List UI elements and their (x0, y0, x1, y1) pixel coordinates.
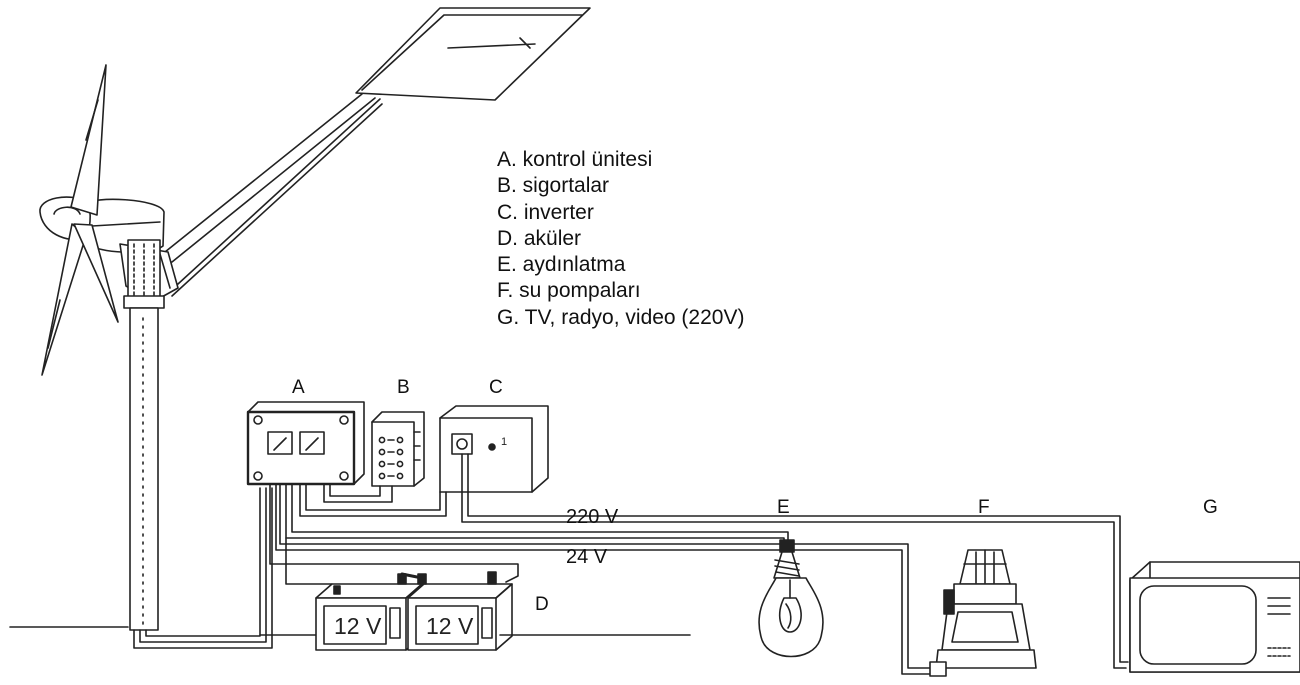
battery-left-voltage: 12 V (334, 613, 382, 639)
tail-boom (164, 93, 383, 297)
wire-label-24v: 24 V (566, 546, 608, 568)
ac-line-220v (461, 453, 1129, 669)
unit-harness (299, 483, 447, 517)
legend-item-g: G. TV, radyo, video (220V) (497, 305, 745, 329)
tower-mast (123, 239, 165, 631)
label-d: D (535, 594, 549, 615)
battery-right-voltage: 12 V (426, 613, 474, 639)
inverter-marker: 1 (501, 436, 507, 448)
control-unit-box (246, 401, 365, 486)
fuse-box (371, 411, 425, 487)
legend-item-e: E. aydınlatma (497, 253, 626, 277)
battery-cables (269, 483, 519, 595)
ground-lines (9, 626, 691, 636)
legend-item-c: C. inverter (497, 200, 594, 224)
legend-list: A. kontrol ünitesi B. sigortalar C. inve… (497, 147, 744, 331)
label-c: C (489, 377, 503, 398)
label-f: F (978, 497, 990, 518)
television (1129, 561, 1300, 673)
wire-label-220v: 220 V (566, 506, 619, 528)
label-e: E (777, 497, 790, 518)
water-pump (929, 549, 1037, 677)
mast-cable (133, 487, 273, 649)
rotor-blades (41, 64, 119, 376)
label-a: A (292, 377, 305, 398)
tail-vane (355, 7, 591, 101)
batteries: 12 V 12 V (315, 571, 513, 651)
legend-item-a: A. kontrol ünitesi (497, 148, 653, 171)
legend-item-b: B. sigortalar (497, 174, 610, 198)
label-b: B (397, 377, 410, 398)
light-bulb (758, 539, 824, 658)
legend-item-d: D. aküler (497, 226, 582, 250)
label-g: G (1203, 497, 1218, 518)
legend-item-f: F. su pompaları (497, 279, 641, 303)
inverter-box: 1 (439, 405, 549, 493)
